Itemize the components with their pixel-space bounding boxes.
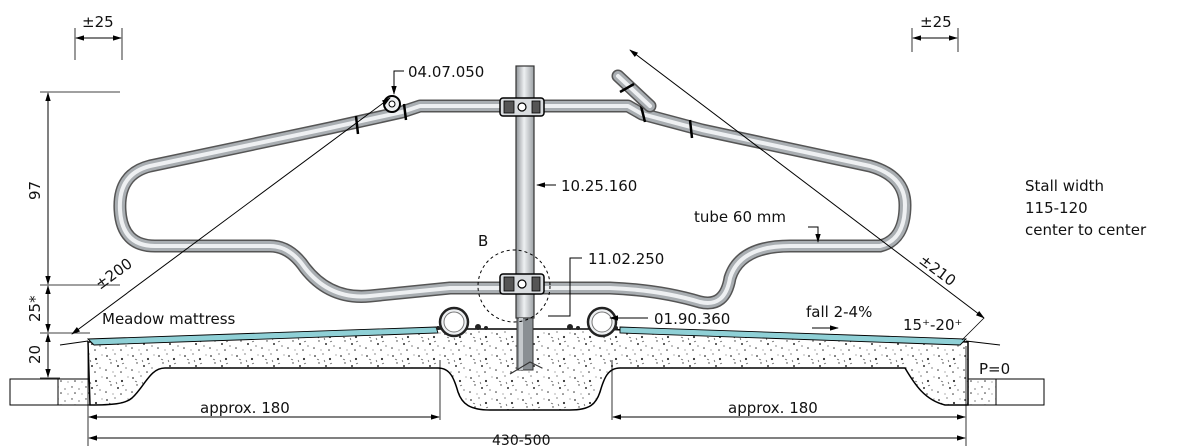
dim-20-label: 20 xyxy=(26,345,44,364)
tolerance-left-label: ±25 xyxy=(82,13,114,31)
dim-97-label: 97 xyxy=(26,181,44,200)
floor-surface-right xyxy=(965,340,1001,346)
stall-width-line-1: Stall width xyxy=(1025,177,1104,195)
lying-tube-right xyxy=(586,306,618,338)
total-width-label: 430-500 xyxy=(492,433,551,446)
fall-label: fall 2-4% xyxy=(806,303,872,321)
left-side-curb xyxy=(9,378,61,406)
fixing-bolts xyxy=(436,324,618,330)
p0-label: P=0 xyxy=(979,360,1010,378)
right-side-slab xyxy=(965,378,997,406)
lower-post-clamp xyxy=(499,273,545,295)
floor-surface-left xyxy=(59,340,89,346)
lying-tube-left xyxy=(438,306,470,338)
right-meadow-mattress xyxy=(619,326,968,346)
meadow-mattress-label: Meadow mattress xyxy=(102,310,236,328)
dim-25-label: 25* xyxy=(26,295,44,322)
tolerance-right-label: ±25 xyxy=(920,13,952,31)
tube-size-label: tube 60 mm xyxy=(694,208,786,226)
part-04-07-050-label: 04.07.050 xyxy=(408,63,484,81)
dimension-lines xyxy=(40,28,985,446)
approx-right-label: approx. 180 xyxy=(728,399,818,417)
part-11-02-250-label: 11.02.250 xyxy=(588,250,664,268)
stall-width-line-2: 115-120 xyxy=(1025,199,1088,217)
central-post xyxy=(509,65,543,375)
detail-b-label: B xyxy=(478,232,488,250)
right-side-curb xyxy=(995,378,1045,406)
connector-04-07-050 xyxy=(383,95,401,113)
leader-lines xyxy=(391,70,839,331)
approx-left-label: approx. 180 xyxy=(200,399,290,417)
part-10-25-160-label: 10.25.160 xyxy=(561,177,637,195)
dim-210-label: ±210 xyxy=(916,251,960,290)
upper-post-clamp xyxy=(499,97,545,117)
left-side-slab xyxy=(57,378,91,406)
angle-label: 15⁺-20⁺ xyxy=(903,316,962,334)
part-01-90-360-label: 01.90.360 xyxy=(654,310,730,328)
dim-200-label: ±200 xyxy=(92,254,136,293)
stall-width-line-3: center to center xyxy=(1025,221,1147,239)
detail-b-circle xyxy=(477,249,551,323)
